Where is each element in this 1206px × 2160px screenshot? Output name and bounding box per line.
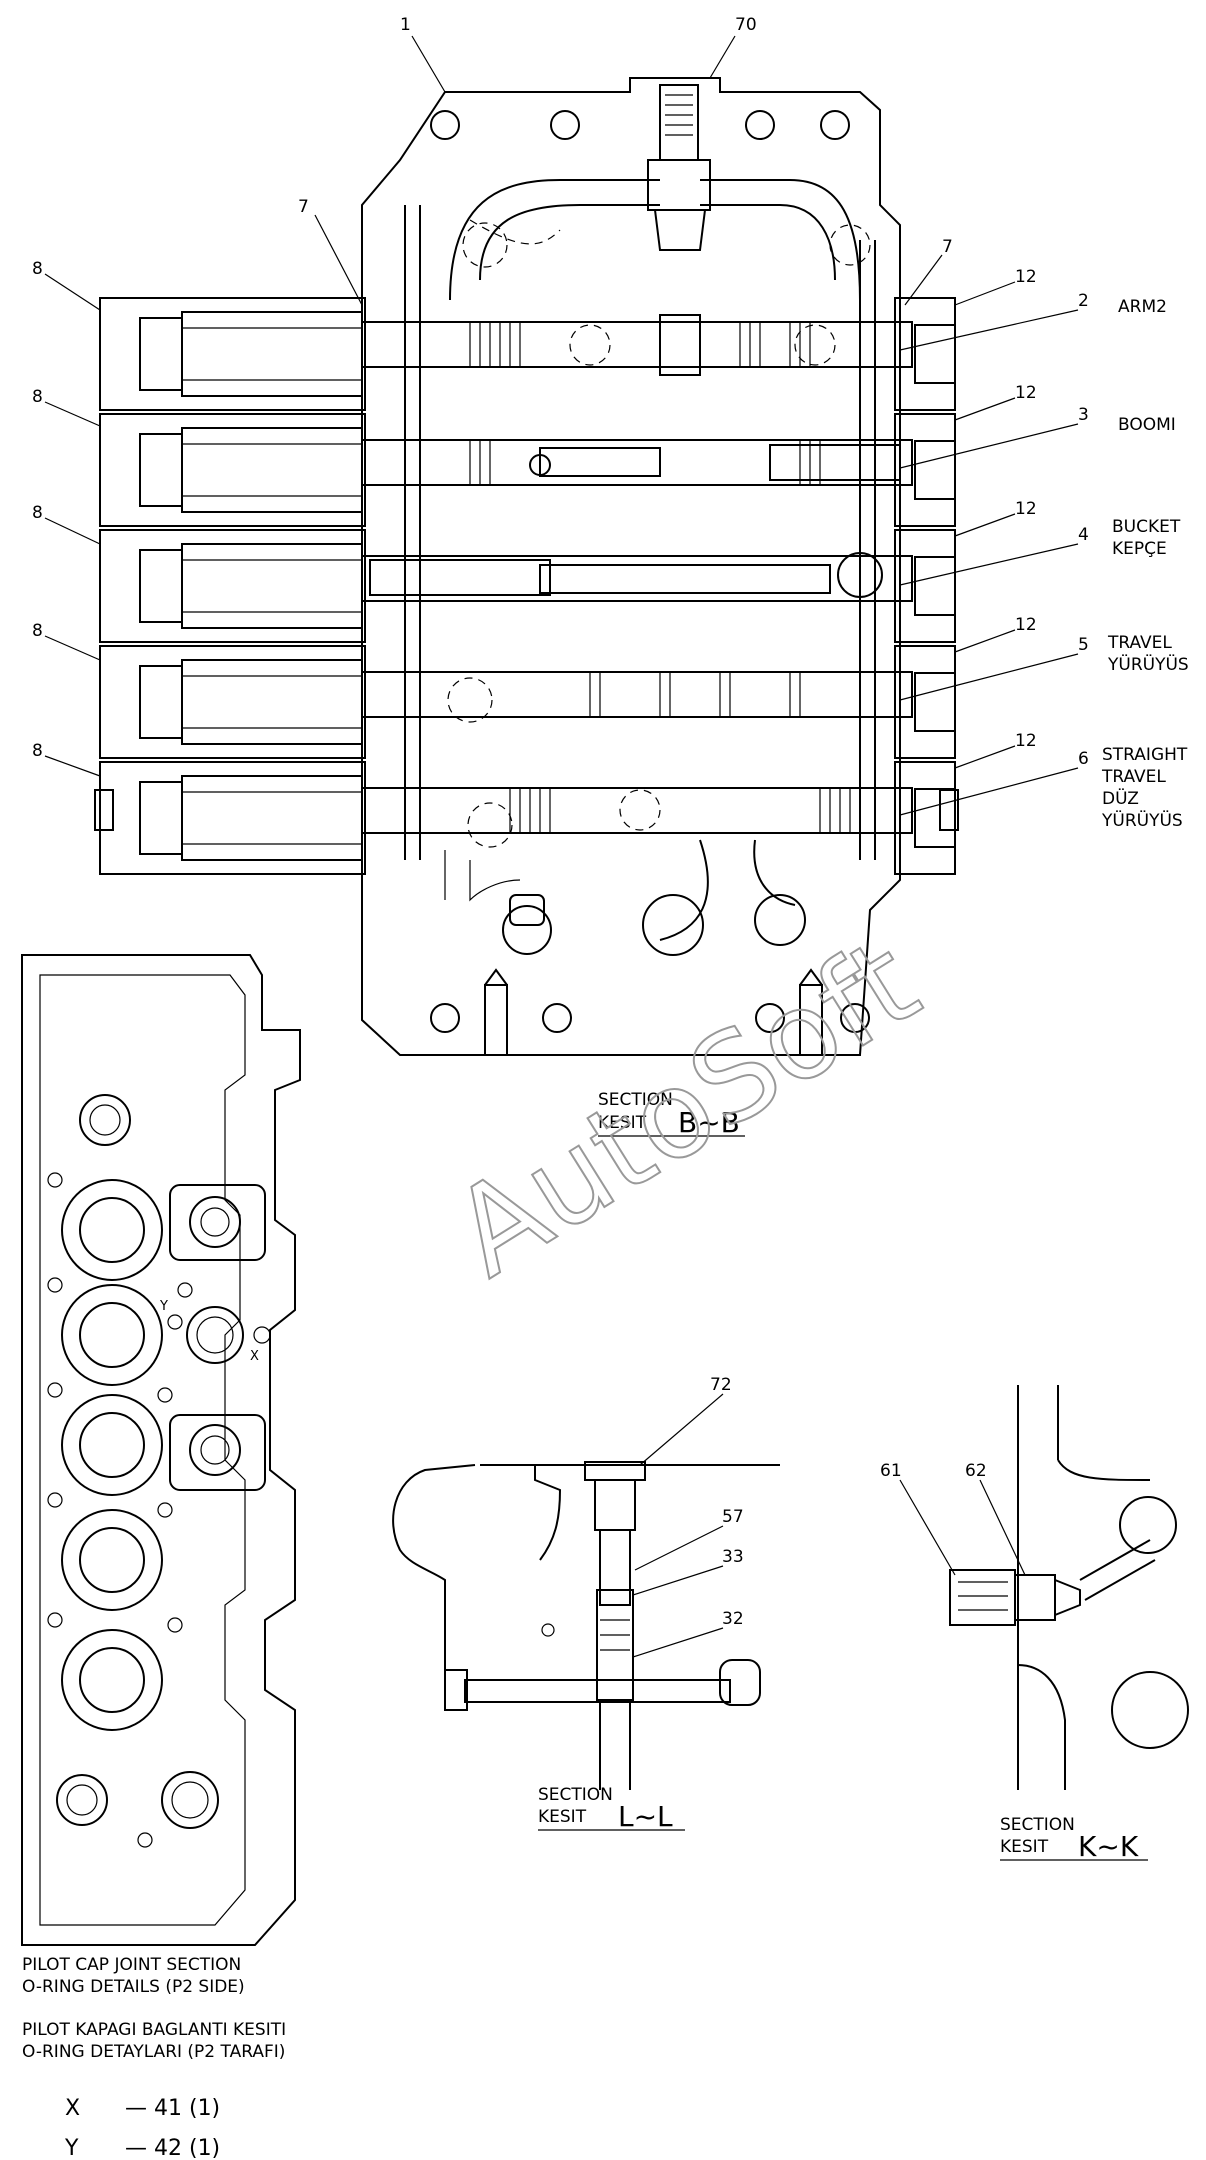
spool-row-4 xyxy=(99,645,956,759)
callout-6: 6 xyxy=(1078,749,1089,769)
spool-label-straight-travel: TRAVEL xyxy=(1101,767,1166,787)
section-ll-line1: SECTION xyxy=(538,1785,613,1805)
callout-12-row5: 12 xyxy=(1015,731,1037,751)
callout-7-right: 7 xyxy=(942,237,953,257)
section-ll-mark: L~L xyxy=(618,1800,673,1833)
callout-12-row1: 12 xyxy=(1015,267,1037,287)
valve-body-section-bb xyxy=(361,77,901,1056)
callout-12-row3: 12 xyxy=(1015,499,1037,519)
callout-57: 57 xyxy=(722,1507,744,1527)
pilot-note-en1: PILOT CAP JOINT SECTION xyxy=(22,1955,241,1975)
callout-8-row3: 8 xyxy=(32,503,43,523)
callout-8-row5: 8 xyxy=(32,741,43,761)
pilot-note-tr1: PILOT KAPAGI BAGLANTI KESITI xyxy=(22,2020,286,2040)
callout-33: 33 xyxy=(722,1547,744,1567)
callout-12-row4: 12 xyxy=(1015,615,1037,635)
callout-3: 3 xyxy=(1078,405,1089,425)
section-kk-mark: K~K xyxy=(1078,1830,1139,1863)
section-bb-line1: SECTION xyxy=(598,1090,673,1110)
callout-62: 62 xyxy=(965,1461,987,1481)
spool-label-duz: DÜZ xyxy=(1102,787,1139,809)
spool-label-boom1: BOOMI xyxy=(1118,415,1176,435)
callout-7-left: 7 xyxy=(298,197,309,217)
section-ll-line2: KESIT xyxy=(538,1807,587,1827)
port-mark-y: Y xyxy=(159,1299,168,1314)
callout-2: 2 xyxy=(1078,291,1089,311)
callout-61: 61 xyxy=(880,1461,902,1481)
section-kk-line2: KESIT xyxy=(1000,1837,1049,1857)
spool-row-1 xyxy=(99,297,956,411)
spool-label-arm2: ARM2 xyxy=(1118,297,1167,317)
leader-lines-main xyxy=(44,35,1079,816)
spool-label-kepce: KEPÇE xyxy=(1112,539,1167,559)
legend-x-value: — 41 (1) xyxy=(125,2096,220,2121)
callout-12-row2: 12 xyxy=(1015,383,1037,403)
section-bb-mark: B~B xyxy=(678,1106,740,1139)
callout-4: 4 xyxy=(1078,525,1089,545)
watermark-autosoft: AutoSoft xyxy=(430,913,941,1304)
callout-32: 32 xyxy=(722,1609,744,1629)
pilot-notes: PILOT CAP JOINT SECTION O-RING DETAILS (… xyxy=(22,1955,286,2062)
port-mark-x: X xyxy=(250,1349,259,1364)
spool-label-duz-yuruyus: YÜRÜYÜS xyxy=(1101,809,1183,831)
callout-5: 5 xyxy=(1078,635,1089,655)
spool-label-straight: STRAIGHT xyxy=(1102,745,1188,765)
spool-label-travel: TRAVEL xyxy=(1107,633,1172,653)
spool-row-3 xyxy=(99,529,956,643)
section-kk-line1: SECTION xyxy=(1000,1815,1075,1835)
callout-70: 70 xyxy=(735,15,757,35)
callout-8-row1: 8 xyxy=(32,259,43,279)
legend-y-symbol: Y xyxy=(64,2136,79,2160)
spool-label-yuruyus: YÜRÜYÜS xyxy=(1107,653,1189,675)
section-bb-line2: KESIT xyxy=(598,1113,647,1133)
callout-72: 72 xyxy=(710,1375,732,1395)
section-kk: 61 62 SECTION KESIT K~K xyxy=(880,1385,1189,1863)
callout-8-row4: 8 xyxy=(32,621,43,641)
o-ring-legend: X — 41 (1) Y — 42 (1) xyxy=(64,2096,220,2160)
section-ll: 72 57 33 32 SECTION KESIT L~L xyxy=(392,1375,780,1833)
legend-y-value: — 42 (1) xyxy=(125,2136,220,2160)
section-bb-caption: SECTION KESIT B~B xyxy=(598,1090,745,1139)
legend-x-symbol: X xyxy=(65,2096,80,2121)
spool-label-bucket: BUCKET xyxy=(1112,517,1181,537)
callout-8-row2: 8 xyxy=(32,387,43,407)
spool-row-2 xyxy=(99,413,956,527)
pilot-note-tr2: O-RING DETAYLARI (P2 TARAFI) xyxy=(22,2042,285,2062)
callout-1: 1 xyxy=(400,15,411,35)
spool-row-5 xyxy=(94,761,959,875)
pilot-note-en2: O-RING DETAILS (P2 SIDE) xyxy=(22,1977,245,1997)
pilot-cap-section: Y X xyxy=(21,954,301,1946)
